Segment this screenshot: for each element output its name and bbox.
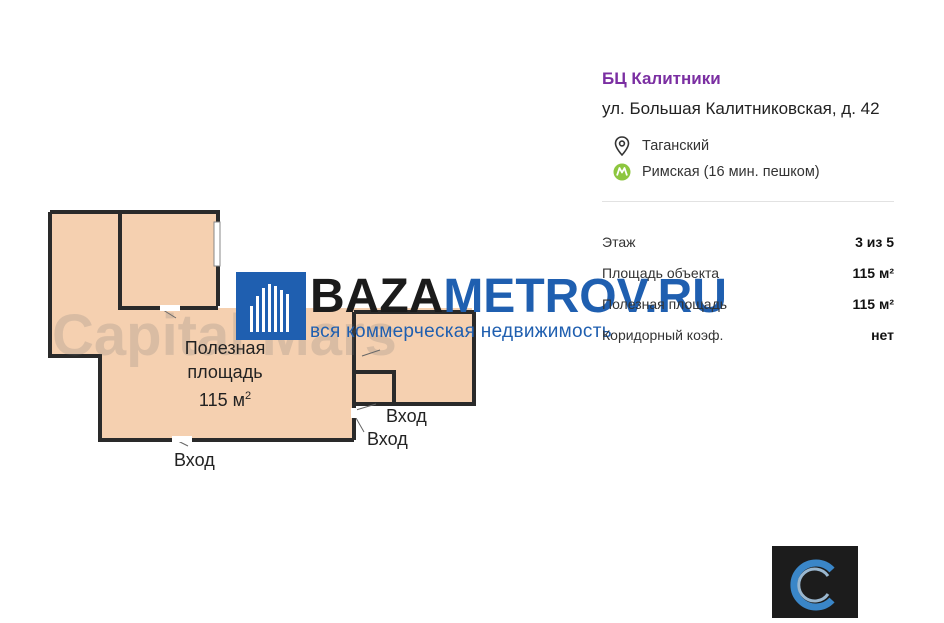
property-row: Площадь объекта 115 м²	[602, 257, 894, 288]
divider	[602, 201, 894, 202]
property-row: Полезная площадь 115 м²	[602, 288, 894, 319]
property-value: 3 из 5	[855, 233, 894, 250]
metro-station: Римская (16 мин. пешком)	[642, 164, 820, 180]
window-mark	[213, 221, 221, 267]
location-block: Таганский Римская (16 мин. пешком)	[602, 133, 894, 185]
door-gap-entrance-1	[172, 436, 192, 442]
metro-icon	[612, 162, 632, 182]
area-label: Полезная площадь 115 м2	[170, 336, 280, 412]
entrance-label-right-upper: Вход	[386, 406, 427, 426]
metro-row: Римская (16 мин. пешком)	[602, 159, 894, 185]
main-room-fill	[52, 214, 356, 438]
area-label-line1: Полезная	[184, 338, 266, 358]
location-pin-icon	[612, 136, 632, 156]
wall-top	[50, 210, 220, 306]
door-gap-inner	[160, 305, 180, 311]
properties-list: Этаж 3 из 5 Площадь объекта 115 м² Полез…	[602, 226, 894, 350]
wall-right-rooms	[354, 310, 476, 406]
business-center-title[interactable]: БЦ Калитники	[602, 69, 721, 88]
side-room-fill	[352, 308, 472, 404]
property-row: Этаж 3 из 5	[602, 226, 894, 257]
property-value: 115 м²	[852, 295, 895, 312]
address: ул. Большая Калитниковская, д. 42	[602, 99, 880, 118]
property-value: нет	[871, 326, 894, 343]
property-label: Полезная площадь	[602, 295, 728, 312]
door-gap-entrance-2	[351, 408, 357, 418]
bazametrov-watermark: BAZAMETROV.RU вся коммерческая недвижимо…	[236, 270, 727, 346]
recaptcha-badge[interactable]	[772, 546, 858, 618]
property-label: Коридорный коэф.	[602, 326, 724, 343]
property-label: Этаж	[602, 233, 636, 250]
door-entrance-2	[355, 403, 377, 411]
refresh-arc-icon	[790, 559, 835, 611]
entrance-label-bottom: Вход	[174, 450, 215, 470]
door-side	[361, 349, 381, 357]
wall-inner-partition	[118, 212, 160, 310]
area-label-line2: площадь	[187, 362, 263, 382]
building-logo-icon	[236, 272, 306, 340]
brand-part1: BAZA	[310, 270, 444, 323]
door-entrance-3	[355, 417, 365, 433]
district-row: Таганский	[602, 133, 894, 159]
listing-panel: БЦ Калитники ул. Большая Калитниковская,…	[602, 68, 894, 350]
entrance-label-right-lower: Вход	[367, 429, 408, 449]
background-watermark: Capital Mars	[52, 303, 397, 368]
brand-part2: METROV.RU	[443, 270, 727, 323]
area-value: 115 м2	[198, 390, 252, 410]
property-value: 115 м²	[852, 264, 895, 281]
district-name: Таганский	[642, 138, 710, 154]
property-label: Площадь объекта	[602, 264, 720, 281]
brand-name: BAZAMETROV.RU	[310, 270, 727, 324]
property-row: Коридорный коэф. нет	[602, 319, 894, 350]
brand-tagline: вся коммерческая недвижимость	[310, 321, 612, 342]
